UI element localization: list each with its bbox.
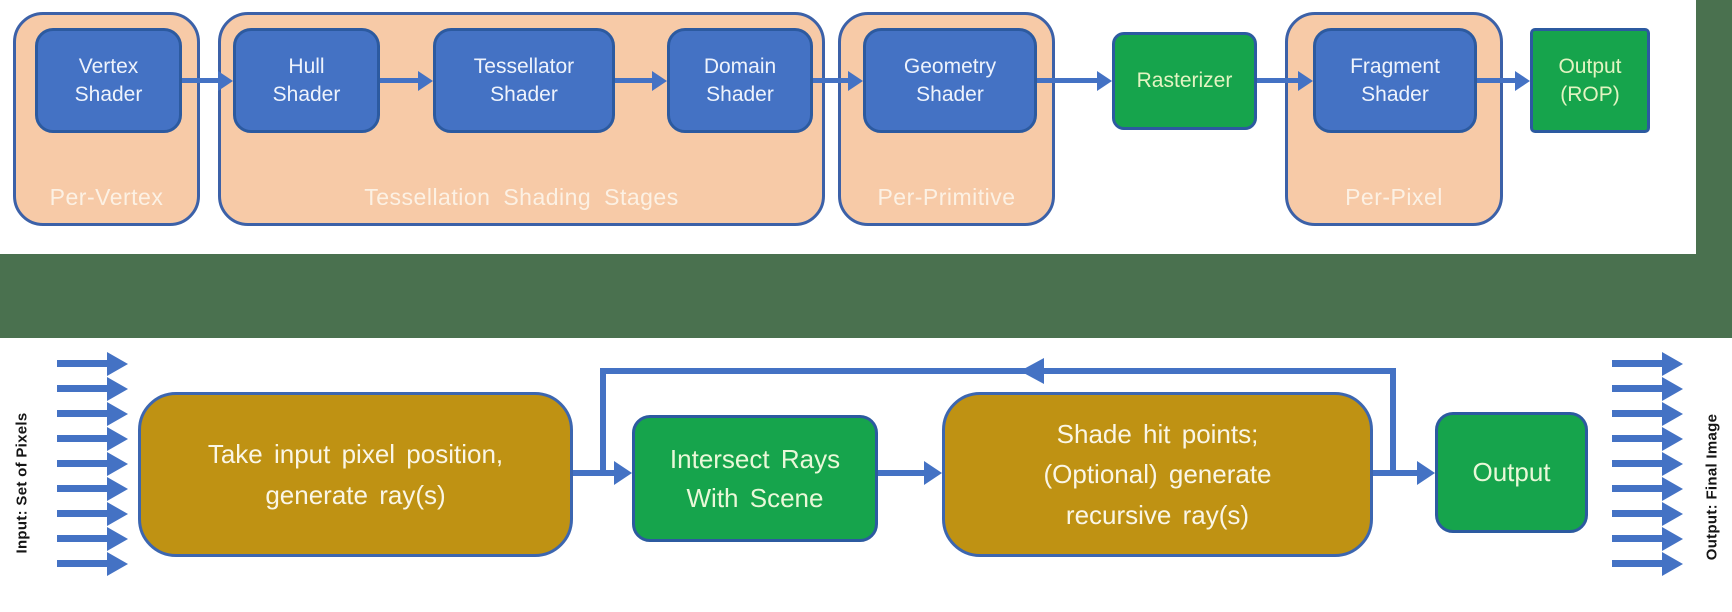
arrow-rasterizer-to-fragment — [1257, 78, 1298, 83]
output-arrow — [1612, 385, 1662, 392]
node-shade-hit-points: Shade hit points; (Optional) generate re… — [942, 392, 1373, 557]
node-shade-hit-points-line1: Shade hit points; — [1056, 419, 1259, 450]
node-hull-shader-line2: Shader — [272, 82, 341, 106]
right-edge-band — [1696, 0, 1732, 254]
node-fragment-shader: Fragment Shader — [1313, 28, 1477, 133]
group-per-vertex-label: Per-Vertex — [49, 184, 164, 210]
input-arrow — [57, 460, 107, 467]
node-intersect-rays-line2: With Scene — [686, 482, 824, 513]
node-generate-rays-line1: Take input pixel position, — [207, 439, 504, 470]
node-vertex-shader-line2: Shader — [74, 82, 143, 106]
node-output-rop: Output (ROP) — [1530, 28, 1650, 133]
group-per-pixel-label: Per-Pixel — [1345, 184, 1443, 210]
node-rasterizer-line1: Rasterizer — [1136, 69, 1233, 93]
input-arrow — [57, 385, 107, 392]
output-arrow — [1612, 360, 1662, 367]
node-intersect-rays: Intersect Rays With Scene — [632, 415, 878, 542]
node-tessellator-shader-line1: Tessellator — [473, 55, 575, 79]
node-output-rop-line2: (ROP) — [1560, 82, 1620, 106]
feedback-loop-left-vertical — [600, 368, 606, 476]
node-output: Output — [1435, 412, 1588, 533]
node-generate-rays: Take input pixel position, generate ray(… — [138, 392, 573, 557]
node-vertex-shader-line1: Vertex — [78, 55, 139, 79]
arrow-vertex-to-hull — [182, 78, 218, 83]
output-arrow — [1612, 435, 1662, 442]
arrow-domain-to-geometry — [813, 78, 848, 83]
node-output-line1: Output — [1472, 457, 1551, 487]
input-arrow — [57, 435, 107, 442]
input-set-of-pixels-label: Input: Set of Pixels — [13, 412, 31, 554]
node-hull-shader-line1: Hull — [288, 55, 325, 79]
node-rasterizer: Rasterizer — [1112, 32, 1257, 130]
node-domain-shader-line1: Domain — [703, 55, 777, 79]
output-arrow — [1612, 510, 1662, 517]
node-generate-rays-line2: generate ray(s) — [265, 479, 446, 510]
input-arrow — [57, 510, 107, 517]
node-geometry-shader: Geometry Shader — [863, 28, 1037, 133]
node-hull-shader: Hull Shader — [233, 28, 380, 133]
group-tessellation-label: Tessellation Shading Stages — [364, 184, 679, 210]
input-arrow — [57, 360, 107, 367]
separator-band — [0, 254, 1732, 338]
node-domain-shader-line2: Shader — [706, 82, 774, 106]
feedback-loop-arrowhead — [1020, 358, 1044, 384]
input-arrow — [57, 560, 107, 567]
node-tessellator-shader-line2: Shader — [490, 82, 558, 106]
input-arrow — [57, 535, 107, 542]
output-arrow — [1612, 535, 1662, 542]
node-tessellator-shader: Tessellator Shader — [433, 28, 615, 133]
output-arrow — [1612, 560, 1662, 567]
output-final-image-label: Output: Final Image — [1703, 413, 1721, 561]
output-arrow — [1612, 460, 1662, 467]
output-arrow — [1612, 410, 1662, 417]
arrow-geometry-to-rasterizer — [1037, 78, 1097, 83]
output-arrow — [1612, 485, 1662, 492]
node-shade-hit-points-line2: (Optional) generate — [1043, 459, 1272, 490]
node-fragment-shader-line2: Shader — [1361, 82, 1429, 106]
input-arrow — [57, 485, 107, 492]
node-domain-shader: Domain Shader — [667, 28, 813, 133]
arrow-hull-to-tessellator — [380, 78, 418, 83]
group-per-primitive-label: Per-Primitive — [877, 184, 1016, 210]
arrow-intersect-to-shade — [878, 470, 924, 476]
arrow-tessellator-to-domain — [615, 78, 652, 83]
input-arrow — [57, 410, 107, 417]
feedback-loop-right-vertical — [1390, 368, 1396, 476]
node-geometry-shader-line1: Geometry — [903, 55, 997, 79]
arrow-generate-to-intersect — [573, 470, 614, 476]
node-geometry-shader-line2: Shader — [916, 82, 984, 106]
node-vertex-shader: Vertex Shader — [35, 28, 182, 133]
node-intersect-rays-line1: Intersect Rays — [669, 443, 841, 474]
node-shade-hit-points-line3: recursive ray(s) — [1065, 499, 1250, 530]
node-output-rop-line1: Output — [1558, 55, 1622, 79]
feedback-loop-top-horizontal — [600, 368, 1396, 374]
arrow-fragment-to-output — [1477, 78, 1515, 83]
node-fragment-shader-line1: Fragment — [1350, 55, 1440, 79]
